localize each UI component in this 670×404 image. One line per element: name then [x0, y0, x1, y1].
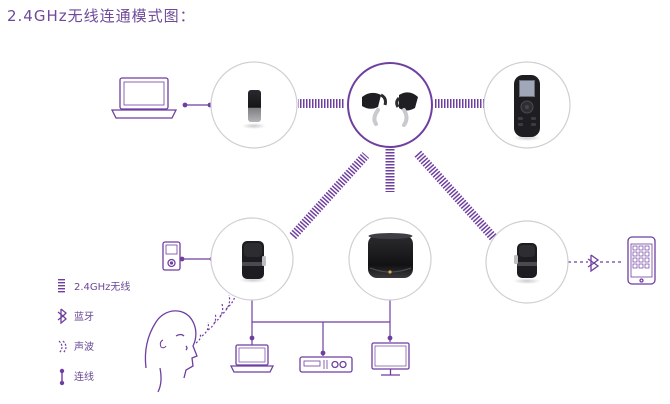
- headset-pair-icon: [362, 92, 418, 127]
- bluetooth-icon: [587, 254, 600, 273]
- wireless-link-hub-remote: [434, 99, 486, 108]
- legend-label-wire: 连线: [74, 370, 94, 383]
- wireless-link-hub-headset: [288, 152, 370, 240]
- dongle-node: [210, 61, 298, 149]
- laptop-icon: [110, 77, 178, 119]
- wireless-links: [288, 99, 499, 243]
- bluetooth-link: [568, 254, 621, 273]
- headset-node: [210, 217, 294, 301]
- legend-item-wireless: 2.4GHz无线: [58, 279, 130, 293]
- remote-node: [483, 61, 571, 149]
- ipod-icon: [162, 241, 181, 271]
- wireless-link-hub-earpiece: [413, 149, 499, 243]
- headset-icon: [242, 241, 266, 279]
- legend-item-wire: 连线: [59, 368, 94, 386]
- page-title: 2.4GHz无线连通模式图：: [7, 7, 196, 25]
- legend-item-sound: 声波: [58, 340, 94, 354]
- phone-icon: [627, 236, 656, 285]
- legend: 2.4GHz无线 蓝牙 声波 连线: [57, 279, 130, 386]
- legend-label-bluetooth: 蓝牙: [74, 311, 94, 323]
- remote-icon: [514, 75, 540, 137]
- legend-label-wireless: 2.4GHz无线: [74, 280, 130, 293]
- wire-endpoints: [179, 102, 393, 356]
- wireless-link-dongle-hub: [298, 99, 344, 108]
- sound-legend-icon: [58, 340, 63, 354]
- earpiece-icon: [514, 243, 537, 278]
- dongle-icon: [248, 90, 261, 122]
- wireless-link-hub-speaker: [385, 148, 395, 192]
- wired-links: [182, 104, 391, 356]
- speaker-node: [348, 217, 432, 301]
- wireless-legend-icon: [58, 279, 65, 293]
- legend-label-sound: 声波: [74, 340, 94, 353]
- head-icon: [144, 310, 198, 393]
- monitor-icon: [371, 342, 410, 376]
- laptop-icon-bottom: [229, 344, 275, 373]
- legend-item-bluetooth: 蓝牙: [57, 308, 94, 325]
- hub-node: [347, 62, 433, 148]
- bluetooth-legend-icon: [57, 308, 67, 325]
- speaker-icon: [368, 233, 413, 278]
- projector-icon: [299, 356, 353, 373]
- sound-waves: [195, 286, 237, 344]
- earpiece-node: [485, 220, 569, 304]
